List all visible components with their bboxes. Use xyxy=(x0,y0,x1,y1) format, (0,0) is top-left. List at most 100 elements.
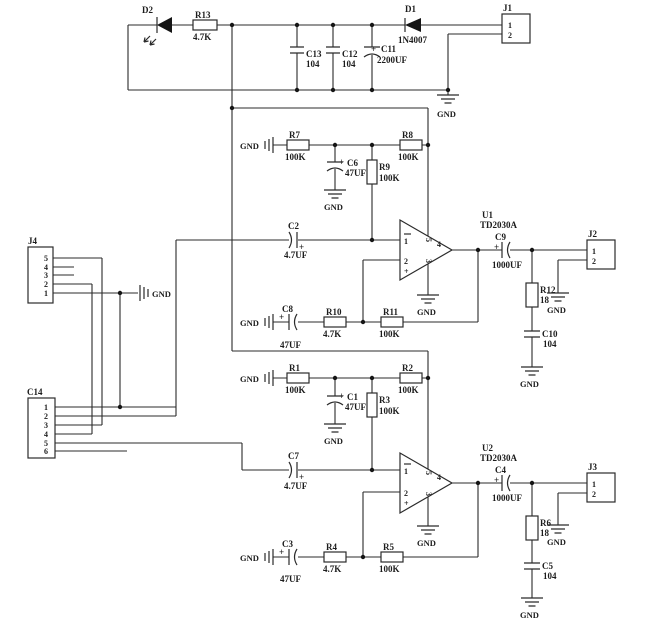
label-c13-ref: C13 xyxy=(306,49,322,59)
label-r5-val: 100K xyxy=(379,564,400,574)
label-c5-val: 104 xyxy=(543,571,557,581)
label-c10-val: 104 xyxy=(543,339,557,349)
c14-pin-1: 1 xyxy=(44,403,48,412)
gnd-symbol-j1 xyxy=(437,94,459,104)
label-gnd-c3: GND xyxy=(240,553,259,563)
label-gnd-u1: GND xyxy=(417,307,436,317)
label-gnd-r7: GND xyxy=(240,141,259,151)
label-gnd-r1: GND xyxy=(240,374,259,384)
label-r9-val: 100K xyxy=(379,173,400,183)
label-c12-val: 104 xyxy=(342,59,356,69)
label-r7-ref: R7 xyxy=(289,130,300,140)
label-j2-ref: J2 xyxy=(588,229,598,239)
label-r11-val: 100K xyxy=(379,329,400,339)
label-j4-ref: J4 xyxy=(28,236,38,246)
label-c8-ref: C8 xyxy=(282,304,293,314)
u1-pin4-label: 4 xyxy=(437,240,441,249)
label-c9-plus: + xyxy=(494,242,499,252)
resistor-r7 xyxy=(286,139,310,151)
label-gnd-c6: GND xyxy=(324,202,343,212)
opamp-u2 xyxy=(399,451,454,526)
label-c3-plus: + xyxy=(279,547,284,557)
u2-pin2-label: 2 xyxy=(404,489,408,498)
label-c9-ref: C9 xyxy=(495,232,506,242)
gnd-symbol-c5 xyxy=(521,597,543,607)
label-c1-val: 47UF xyxy=(345,402,366,412)
label-gnd-u2: GND xyxy=(417,538,436,548)
label-r2-ref: R2 xyxy=(402,363,413,373)
gnd-symbol-j2 xyxy=(547,292,569,302)
power-rail-wires xyxy=(127,24,502,469)
gnd-symbol-c10 xyxy=(521,366,543,376)
u1-pin2-label: 2 xyxy=(404,257,408,266)
label-c11-plus: + xyxy=(371,44,376,54)
label-gnd-j3: GND xyxy=(547,537,566,547)
capacitor-c7 xyxy=(288,461,298,479)
capacitor-c3 xyxy=(288,548,298,566)
label-r4-val: 4.7K xyxy=(323,564,341,574)
label-c11-ref: C11 xyxy=(381,44,397,54)
label-j3-ref: J3 xyxy=(588,462,598,472)
capacitor-c2 xyxy=(288,231,298,249)
label-gnd-c10: GND xyxy=(520,379,539,389)
c14-pin-3: 3 xyxy=(44,421,48,430)
j4-pin-5: 5 xyxy=(44,254,48,263)
connector-j1 xyxy=(501,13,531,44)
label-r5-ref: R5 xyxy=(383,542,394,552)
u1-pin5-label: 5 xyxy=(424,238,433,242)
label-c4-ref: C4 xyxy=(495,465,506,475)
label-c12-ref: C12 xyxy=(342,49,358,59)
resistor-r2 xyxy=(399,372,423,384)
label-c11-val: 2200UF xyxy=(377,55,407,65)
label-c3-ref: C3 xyxy=(282,539,293,549)
j3-pin-2: 2 xyxy=(592,490,596,499)
connector-j3 xyxy=(586,472,616,503)
capacitor-c9 xyxy=(501,241,511,259)
label-r3-val: 100K xyxy=(379,406,400,416)
gnd-symbol-r1 xyxy=(264,370,274,386)
resistor-r6 xyxy=(525,515,539,541)
label-r7-val: 100K xyxy=(285,152,306,162)
label-c4-plus: + xyxy=(494,475,499,485)
resistor-r10 xyxy=(323,316,347,328)
connector-j2 xyxy=(586,239,616,270)
gnd-symbol-u2 xyxy=(417,525,439,535)
label-c7-plus: + xyxy=(299,472,304,482)
u2-pin5-label: 5 xyxy=(424,471,433,475)
resistor-r13 xyxy=(192,19,218,31)
resistor-r4 xyxy=(323,551,347,563)
label-c10-ref: C10 xyxy=(542,329,558,339)
label-r12-val: 18 xyxy=(540,295,550,305)
c14-pin-2: 2 xyxy=(44,412,48,421)
label-u2-ref: U2 xyxy=(482,443,493,453)
led-d2 xyxy=(143,17,172,46)
gnd-symbol-c3 xyxy=(264,549,274,565)
label-c2-plus: + xyxy=(299,242,304,252)
c14-wires xyxy=(55,406,176,452)
label-r2-val: 100K xyxy=(398,385,419,395)
label-r4-ref: R4 xyxy=(326,542,337,552)
label-c6-ref: C6 xyxy=(347,158,358,168)
label-r1-ref: R1 xyxy=(289,363,300,373)
gnd-symbol-u1 xyxy=(417,294,439,304)
label-gnd-c8: GND xyxy=(240,318,259,328)
label-r8-val: 100K xyxy=(398,152,419,162)
capacitor-c6 xyxy=(326,161,344,172)
label-c6-plus: + xyxy=(339,157,344,167)
label-r10-ref: R10 xyxy=(326,307,342,317)
label-d1-ref: D1 xyxy=(405,4,416,14)
label-r11-ref: R11 xyxy=(383,307,399,317)
label-c1-ref: C1 xyxy=(347,392,358,402)
j4-pin-3: 3 xyxy=(44,271,48,280)
label-gnd-c1: GND xyxy=(324,436,343,446)
gnd-symbol-j3 xyxy=(547,524,569,534)
j1-pin-1: 1 xyxy=(508,21,512,30)
capacitor-c4 xyxy=(501,474,511,492)
gnd-symbol-j4 xyxy=(139,285,149,301)
label-r3-ref: R3 xyxy=(379,395,390,405)
capacitor-c12 xyxy=(326,46,340,54)
u1-pin3-label: 3 xyxy=(424,259,433,263)
resistor-r9 xyxy=(366,159,378,185)
